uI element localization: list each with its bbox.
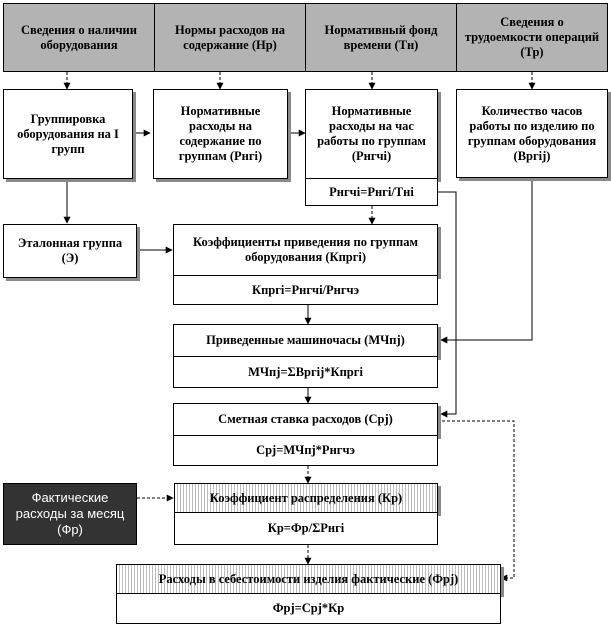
hourly-expenses-box: Нормативные расходы на час работы по гру…	[305, 89, 438, 179]
reference-group-text: Эталонная группа (Э)	[17, 236, 123, 265]
cost-title: Расходы в себестоимости изделия фактичес…	[158, 571, 459, 586]
machine-hours-box: Приведенные машиночасы (МЧпj)	[173, 324, 438, 357]
header-labor-info: Сведения о трудоемкости операций (Тр)	[456, 3, 608, 72]
distribution-formula: Кр=Фр/ΣРнгi	[267, 521, 345, 535]
estimate-rate-title: Сметная ставка расходов (Срj)	[218, 412, 393, 426]
reference-group-box: Эталонная группа (Э)	[3, 224, 137, 278]
estimate-rate-box: Сметная ставка расходов (Срj)	[173, 403, 438, 436]
actual-expenses-text: Фактические расходы за месяц (Фр)	[15, 490, 125, 537]
machine-hours-formula-box: МЧпj=ΣВргij*Кпргi	[173, 357, 438, 388]
header-time-fund: Нормативный фонд времени (Тн)	[305, 3, 457, 72]
coefficients-title: Коэффициенты приведения по группам обору…	[193, 235, 418, 264]
cost-box: Расходы в себестоимости изделия фактичес…	[116, 564, 501, 594]
coefficients-formula-box: Кпргi=Рнгчi/Рнгчэ	[173, 276, 438, 305]
coefficients-formula: Кпргi=Рнгчi/Рнгчэ	[252, 282, 359, 297]
norm-expenses-box: Нормативные расходы на содержание по гру…	[153, 89, 288, 179]
header-maintenance-norms: Нормы расходов на содержание (Нр)	[154, 3, 306, 72]
header-equipment-info: Сведения о наличии оборудования	[3, 3, 155, 72]
grouping-text: Группировка оборудования на I групп	[17, 111, 119, 156]
header-maintenance-norms-text: Нормы расходов на содержание (Нр)	[175, 22, 285, 52]
header-time-fund-text: Нормативный фонд времени (Тн)	[324, 22, 438, 52]
estimate-rate-formula: Срj=МЧпj*Рнгчэ	[256, 443, 355, 457]
norm-expenses-text: Нормативные расходы на содержание по гру…	[178, 104, 263, 163]
header-labor-info-text: Сведения о трудоемкости операций (Тр)	[464, 15, 600, 59]
distribution-formula-box: Кр=Фр/ΣРнгi	[174, 513, 438, 545]
distribution-title: Коэффициент распределения (Кр)	[209, 490, 403, 505]
machine-hours-formula: МЧпj=ΣВргij*Кпргi	[248, 364, 363, 379]
cost-formula: Фрj=Срj*Кр	[272, 601, 345, 615]
hourly-formula-text: Рнгчi=Рнгi/Тнi	[329, 184, 414, 199]
product-hours-box: Количество часов работы по изделию по гр…	[456, 89, 608, 178]
grouping-box: Группировка оборудования на I групп	[3, 89, 133, 179]
distribution-box: Коэффициент распределения (Кр)	[174, 483, 438, 513]
machine-hours-title: Приведенные машиночасы (МЧпj)	[206, 333, 405, 347]
header-equipment-info-text: Сведения о наличии оборудования	[21, 22, 137, 52]
estimate-rate-formula-box: Срj=МЧпj*Рнгчэ	[173, 436, 438, 466]
actual-expenses-box: Фактические расходы за месяц (Фр)	[3, 483, 137, 545]
arrow-estimate-cost	[437, 420, 515, 582]
product-hours-text: Количество часов работы по изделию по гр…	[467, 103, 597, 163]
arrow-hours-machinehours	[440, 178, 533, 344]
hourly-expenses-text: Нормативные расходы на час работы по гру…	[317, 104, 426, 163]
arrow-hourly-estimate	[437, 191, 457, 418]
cost-formula-box: Фрj=Срj*Кр	[116, 594, 501, 624]
coefficients-box: Коэффициенты приведения по группам обору…	[173, 224, 438, 276]
hourly-formula-box: Рнгчi=Рнгi/Тнi	[305, 179, 438, 206]
